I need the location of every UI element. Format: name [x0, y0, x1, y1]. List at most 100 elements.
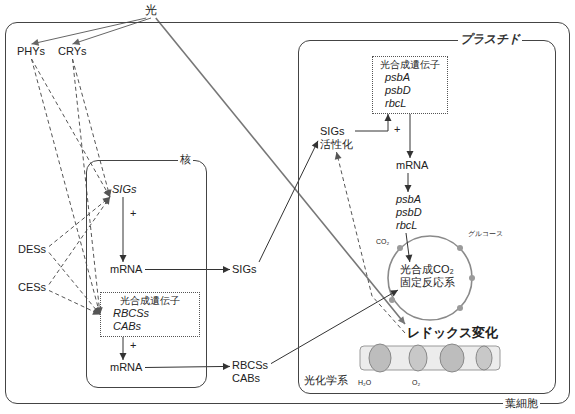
illustration-label: 光化学系	[304, 374, 348, 387]
node-text: CESs	[18, 281, 47, 294]
text-node: レドックス変化	[405, 324, 500, 342]
dashed-arrow	[32, 59, 102, 315]
connector-line	[145, 269, 230, 270]
region-label: 葉細胞	[503, 397, 540, 410]
text-node: 光	[143, 2, 159, 18]
connector-line	[123, 197, 124, 262]
text-node: SIGs	[230, 262, 259, 277]
connector-line	[49, 197, 110, 247]
connector-line	[32, 59, 111, 197]
connector-line	[156, 18, 405, 324]
node-text: RBCSs CABs	[232, 359, 268, 385]
activation-mark: +	[394, 123, 400, 136]
arrow-head	[120, 353, 127, 360]
photosystem-protein	[476, 346, 492, 370]
activation-mark: +	[130, 207, 136, 220]
arrow-head	[32, 39, 40, 46]
arrow-connector	[145, 266, 230, 273]
arrow-head	[223, 363, 230, 370]
metabolite-dot	[457, 245, 463, 251]
metabolite-dot	[469, 275, 475, 281]
node-text: mRNA	[110, 361, 143, 374]
text-node: mRNA	[108, 360, 145, 375]
node-text: SIGs	[232, 263, 257, 276]
illustration-label: H₂O	[358, 378, 371, 387]
dashed-arrow	[49, 197, 110, 285]
gene-box: 光合成遺伝子psbA psbD rbcL	[372, 56, 448, 114]
region-box: 葉細胞PHYsCRYs核SIGsmRNA光合成遺伝子RBCSs CABsmRNA…	[5, 22, 570, 404]
dashed-arrow	[32, 59, 111, 197]
connector-line	[49, 253, 100, 315]
metabolite-dot	[389, 297, 395, 303]
connector-line	[355, 114, 388, 131]
arrow-connector	[259, 141, 318, 262]
connector-line	[49, 197, 110, 285]
arrow-connector	[145, 363, 230, 370]
arrow-connector	[355, 114, 392, 131]
connector-line	[271, 290, 398, 364]
text-node: RBCSs CABs	[230, 358, 271, 386]
arrow-head	[93, 307, 100, 315]
photosystem-protein	[409, 345, 427, 371]
group-heading: 光合成遺伝子	[107, 295, 193, 307]
node-text: レドックス変化	[407, 325, 498, 341]
node-text: psbA psbD rbcL	[396, 193, 422, 232]
dashed-arrow	[49, 291, 100, 315]
arrow-connector	[271, 290, 398, 364]
arrow-head	[312, 141, 318, 149]
arrow-head	[103, 197, 110, 205]
arrow-head	[92, 308, 100, 314]
arrow-head	[120, 255, 127, 262]
arrow-connector	[156, 18, 405, 324]
connector-line	[32, 59, 101, 315]
connector-line	[259, 141, 318, 262]
region-label: プラスチド	[458, 32, 522, 46]
illustration-label: グルコース	[468, 229, 503, 238]
node-text: RBCSs CABs	[107, 307, 149, 333]
dashed-arrow	[49, 197, 110, 247]
metabolite-dot	[457, 305, 463, 311]
arrow-connector	[120, 197, 127, 262]
dashed-arrow	[49, 253, 100, 315]
arrow-head	[73, 38, 81, 45]
arrow-connector	[405, 173, 412, 192]
text-node: mRNA	[394, 158, 431, 173]
connector-line	[145, 366, 230, 367]
arrow-head	[390, 290, 398, 297]
node-text: DESs	[18, 243, 47, 256]
photosystem-protein	[440, 344, 464, 372]
region-label: 核	[178, 153, 193, 166]
text-node: CRYs	[56, 44, 89, 59]
arrow-head	[407, 151, 414, 158]
region-box: 核SIGsmRNA光合成遺伝子RBCSs CABsmRNA	[86, 160, 207, 388]
arrow-head	[105, 189, 112, 197]
arrow-head	[398, 316, 405, 324]
arrow-connector	[405, 233, 412, 262]
arrow-head	[223, 266, 230, 273]
text-node: SIGs	[110, 182, 139, 197]
dashed-arrow	[335, 152, 405, 333]
connector-line	[337, 152, 406, 333]
illustration-label: O₂	[412, 378, 420, 387]
text-node: PHYs	[15, 44, 48, 59]
group-heading: 光合成遺伝子	[379, 59, 441, 71]
text-node: 光合成CO₂ 固定反応系	[398, 262, 457, 290]
node-text: mRNA	[110, 263, 143, 276]
text-node: mRNA	[108, 262, 145, 277]
co2-fixation-cycle	[388, 236, 472, 320]
node-text: CRYs	[58, 45, 87, 58]
node-text: SIGs 活性化	[320, 125, 353, 151]
gene-box: 光合成遺伝子RBCSs CABs	[100, 292, 200, 337]
text-node: SIGs 活性化	[318, 124, 355, 152]
metabolite-dot	[397, 245, 403, 251]
node-text: PHYs	[17, 45, 46, 58]
node-text: mRNA	[396, 159, 429, 172]
node-text: 光	[145, 3, 157, 17]
photosystem-protein	[369, 344, 391, 372]
connector-line	[73, 59, 111, 197]
arrow-connector	[407, 114, 414, 158]
connector-line	[49, 291, 100, 315]
dashed-arrow	[73, 59, 112, 197]
node-text: psbA psbD rbcL	[379, 71, 411, 110]
